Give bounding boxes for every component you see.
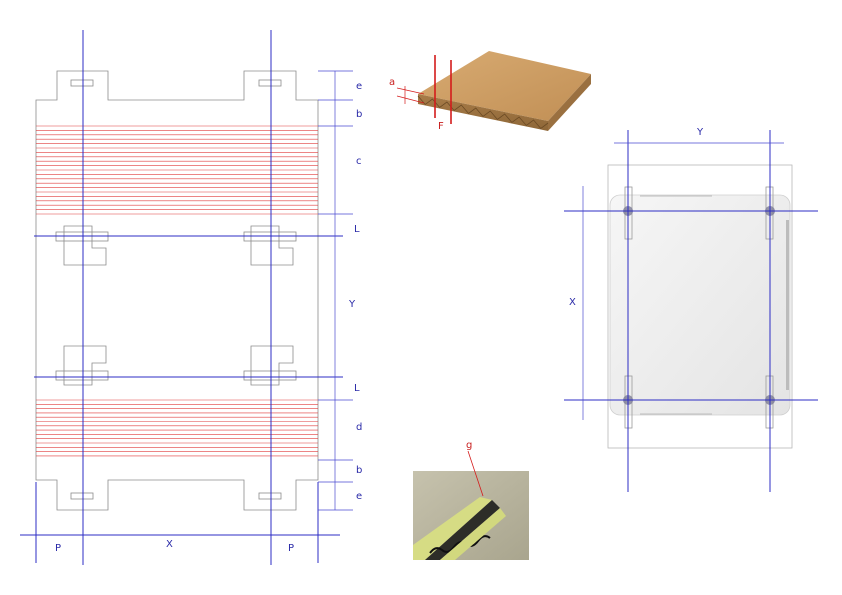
- score-lines-c: [36, 125, 318, 215]
- label-P-left: P: [55, 543, 61, 554]
- label-b-bottom: b: [356, 465, 362, 476]
- label-e-bottom: e: [356, 491, 362, 502]
- slot-bottom-right: [258, 492, 282, 500]
- corrugated-edge-photo: g: [413, 440, 529, 560]
- label-a: a: [389, 77, 395, 88]
- label-L-bottom: L: [354, 383, 360, 394]
- dimension-scale-right: [318, 70, 353, 511]
- label-L-top: L: [354, 224, 360, 235]
- label-P-right: P: [288, 543, 294, 554]
- slot-top-right: [258, 79, 282, 87]
- slot-bottom-left: [70, 492, 94, 500]
- label-g: g: [466, 440, 472, 451]
- label-e-top: e: [356, 81, 362, 92]
- blank-outline: [35, 70, 319, 511]
- label-X-bottom: X: [166, 539, 173, 550]
- label-d: d: [356, 422, 362, 433]
- label-X-right: X: [569, 297, 576, 308]
- die-cut-blank: e b c L Y L d b e P X P: [20, 30, 362, 565]
- label-Y-right: Y: [696, 127, 704, 138]
- label-c: c: [356, 156, 362, 167]
- cardboard-sheet-photo: a F: [389, 51, 591, 132]
- pallet-top-view: Y X: [564, 127, 818, 492]
- tab-cutouts-lower: [55, 345, 297, 386]
- score-lines-d: [36, 399, 318, 457]
- tab-cutouts-upper: [55, 225, 297, 266]
- label-F: F: [438, 121, 444, 132]
- label-Y-left: Y: [348, 299, 356, 310]
- label-b-top: b: [356, 109, 362, 120]
- slot-top-left: [70, 79, 94, 87]
